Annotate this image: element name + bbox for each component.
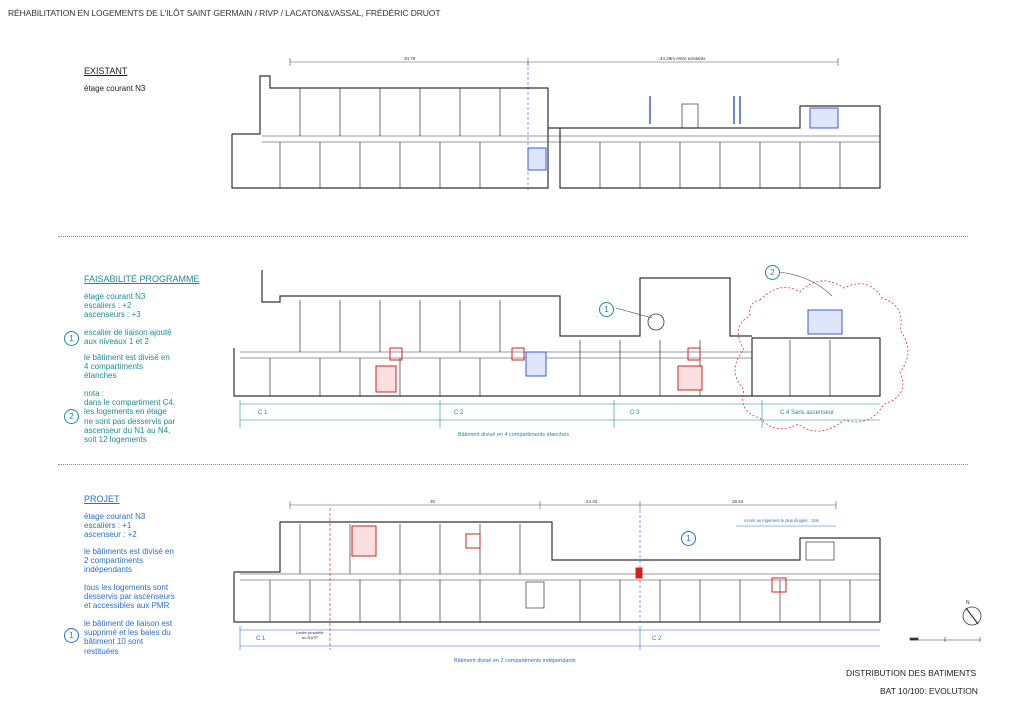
faisabilite-plan <box>233 270 909 432</box>
faisabilite-title: FAISABILITÉ PROGRAMME <box>84 274 200 284</box>
footer-subtitle: BAT 10/100: EVOLUTION <box>880 686 978 696</box>
section-divider-1 <box>58 236 968 237</box>
scale-bar <box>909 637 981 642</box>
projet-access-dim: Accès au logement le plus éloigné : 15m <box>744 518 820 523</box>
projet-c1: C 1 <box>256 636 266 642</box>
existant-dim-right: 44.29m entre existants <box>660 56 706 61</box>
faisabilite-note1: escalier de liaison ajouté aux niveaux 1… <box>84 328 172 347</box>
north-label: N <box>966 600 970 606</box>
faisabilite-summary: étage courant N3 escaliers : +2 ascenseu… <box>84 292 146 320</box>
faisabilite-note2-marker: 2 <box>64 409 79 424</box>
projet-access: tous les logements sont desservis par as… <box>84 583 175 611</box>
faisabilite-note1-marker: 1 <box>64 331 79 346</box>
faisabilite-nota: nota : dans le compartiment C4, les loge… <box>84 389 176 445</box>
faisabilite-division: le bâtiment est divisé en 4 compartiment… <box>84 353 170 381</box>
projet-dim-3: 28.54 <box>732 499 744 504</box>
projet-limit-label-2: au RATP <box>302 635 318 640</box>
projet-note1-marker: 1 <box>64 628 79 643</box>
existant-subtitle: étage courant N3 <box>84 84 146 93</box>
faisabilite-c2: C 2 <box>454 410 464 416</box>
existant-plan <box>231 58 881 190</box>
footer-title: DISTRIBUTION DES BATIMENTS <box>846 668 977 678</box>
faisabilite-callout-2: 2 <box>765 265 780 280</box>
faisabilite-c1: C 1 <box>258 410 268 416</box>
projet-caption: Bâtiment divisé en 2 compartiments indép… <box>454 658 576 664</box>
projet-dim-2: 14.33 <box>586 499 598 504</box>
faisabilite-callout-1: 1 <box>599 302 614 317</box>
projet-note1: le bâtiment de liaison est supprimé et l… <box>84 619 173 656</box>
projet-title: PROJET <box>84 494 120 504</box>
projet-callout-1: 1 <box>681 531 696 546</box>
north-arrow-icon <box>962 606 982 626</box>
existant-title: EXISTANT <box>84 66 128 76</box>
projet-plan <box>233 501 881 650</box>
existant-dim-left: 34.79 <box>404 56 416 61</box>
projet-division: le bâtiments est divisé en 2 compartimen… <box>84 547 174 575</box>
projet-c2: C 2 <box>652 636 662 642</box>
projet-summary: étage courant N3 escaliers : +1 ascenseu… <box>84 512 146 540</box>
faisabilite-caption: Bâtiment divisé en 4 compartiments étanc… <box>458 432 569 438</box>
faisabilite-c4: C 4 Sans ascenseur <box>780 410 834 416</box>
projet-limit-label-1: Limite propriété <box>296 630 324 635</box>
faisabilite-c3: C 3 <box>630 410 640 416</box>
document-header: RÉHABILITATION EN LOGEMENTS DE L'ILÔT SA… <box>8 8 441 18</box>
section-divider-2 <box>58 464 968 465</box>
projet-dim-1: 30 <box>430 499 436 504</box>
